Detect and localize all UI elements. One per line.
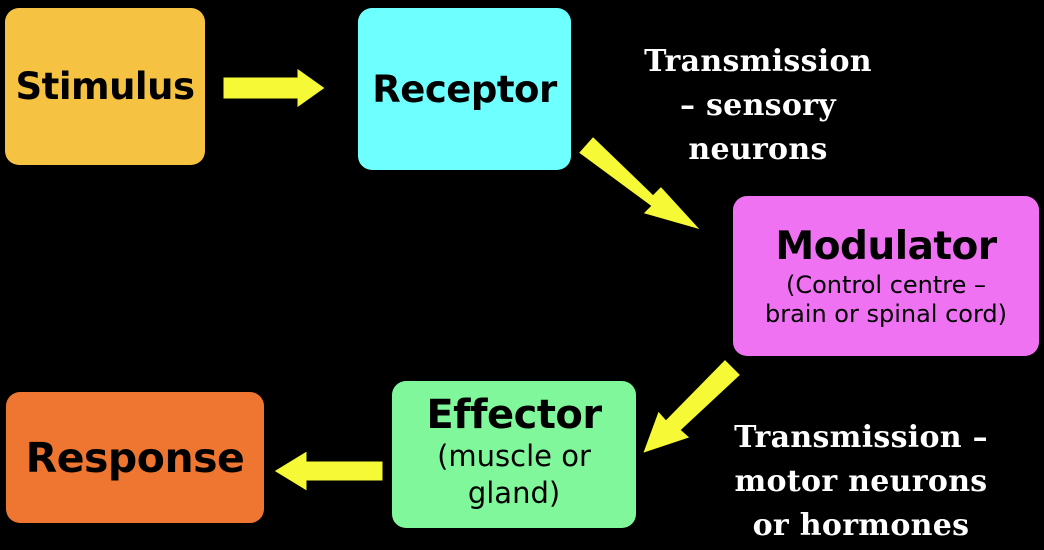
receptor-box: Receptor xyxy=(358,8,571,170)
modulator-subtitle-line1: (Control centre – xyxy=(785,270,987,299)
response-box: Response xyxy=(6,392,264,523)
arrow-effector-to-response xyxy=(269,446,386,496)
motor-label-line3: or hormones xyxy=(752,508,970,543)
response-title: Response xyxy=(25,433,245,482)
motor-label-line2: motor neurons xyxy=(734,464,988,499)
modulator-title: Modulator xyxy=(775,223,997,269)
arrow-stimulus-to-receptor xyxy=(220,63,330,113)
stimulus-box: Stimulus xyxy=(5,8,205,165)
stimulus-title: Stimulus xyxy=(15,65,195,108)
effector-title: Effector xyxy=(426,392,602,439)
effector-subtitle-line2: gland) xyxy=(467,475,561,510)
motor-label-line1: Transmission – xyxy=(734,420,988,455)
effector-subtitle-line1: (muscle or xyxy=(437,439,591,474)
sensory-transmission-label: Transmission – sensory neurons xyxy=(640,40,876,172)
motor-transmission-label: Transmission – motor neurons or hormones xyxy=(728,416,994,548)
sensory-label-line3: neurons xyxy=(688,132,828,167)
sensory-label-line2: – sensory xyxy=(679,88,837,123)
receptor-title: Receptor xyxy=(372,67,557,111)
modulator-subtitle-line2: brain or spinal cord) xyxy=(764,299,1008,328)
arrow-modulator-to-effector xyxy=(638,355,745,458)
sensory-label-line1: Transmission xyxy=(644,44,872,79)
effector-box: Effector (muscle or gland) xyxy=(392,381,636,528)
modulator-box: Modulator (Control centre – brain or spi… xyxy=(733,196,1039,356)
